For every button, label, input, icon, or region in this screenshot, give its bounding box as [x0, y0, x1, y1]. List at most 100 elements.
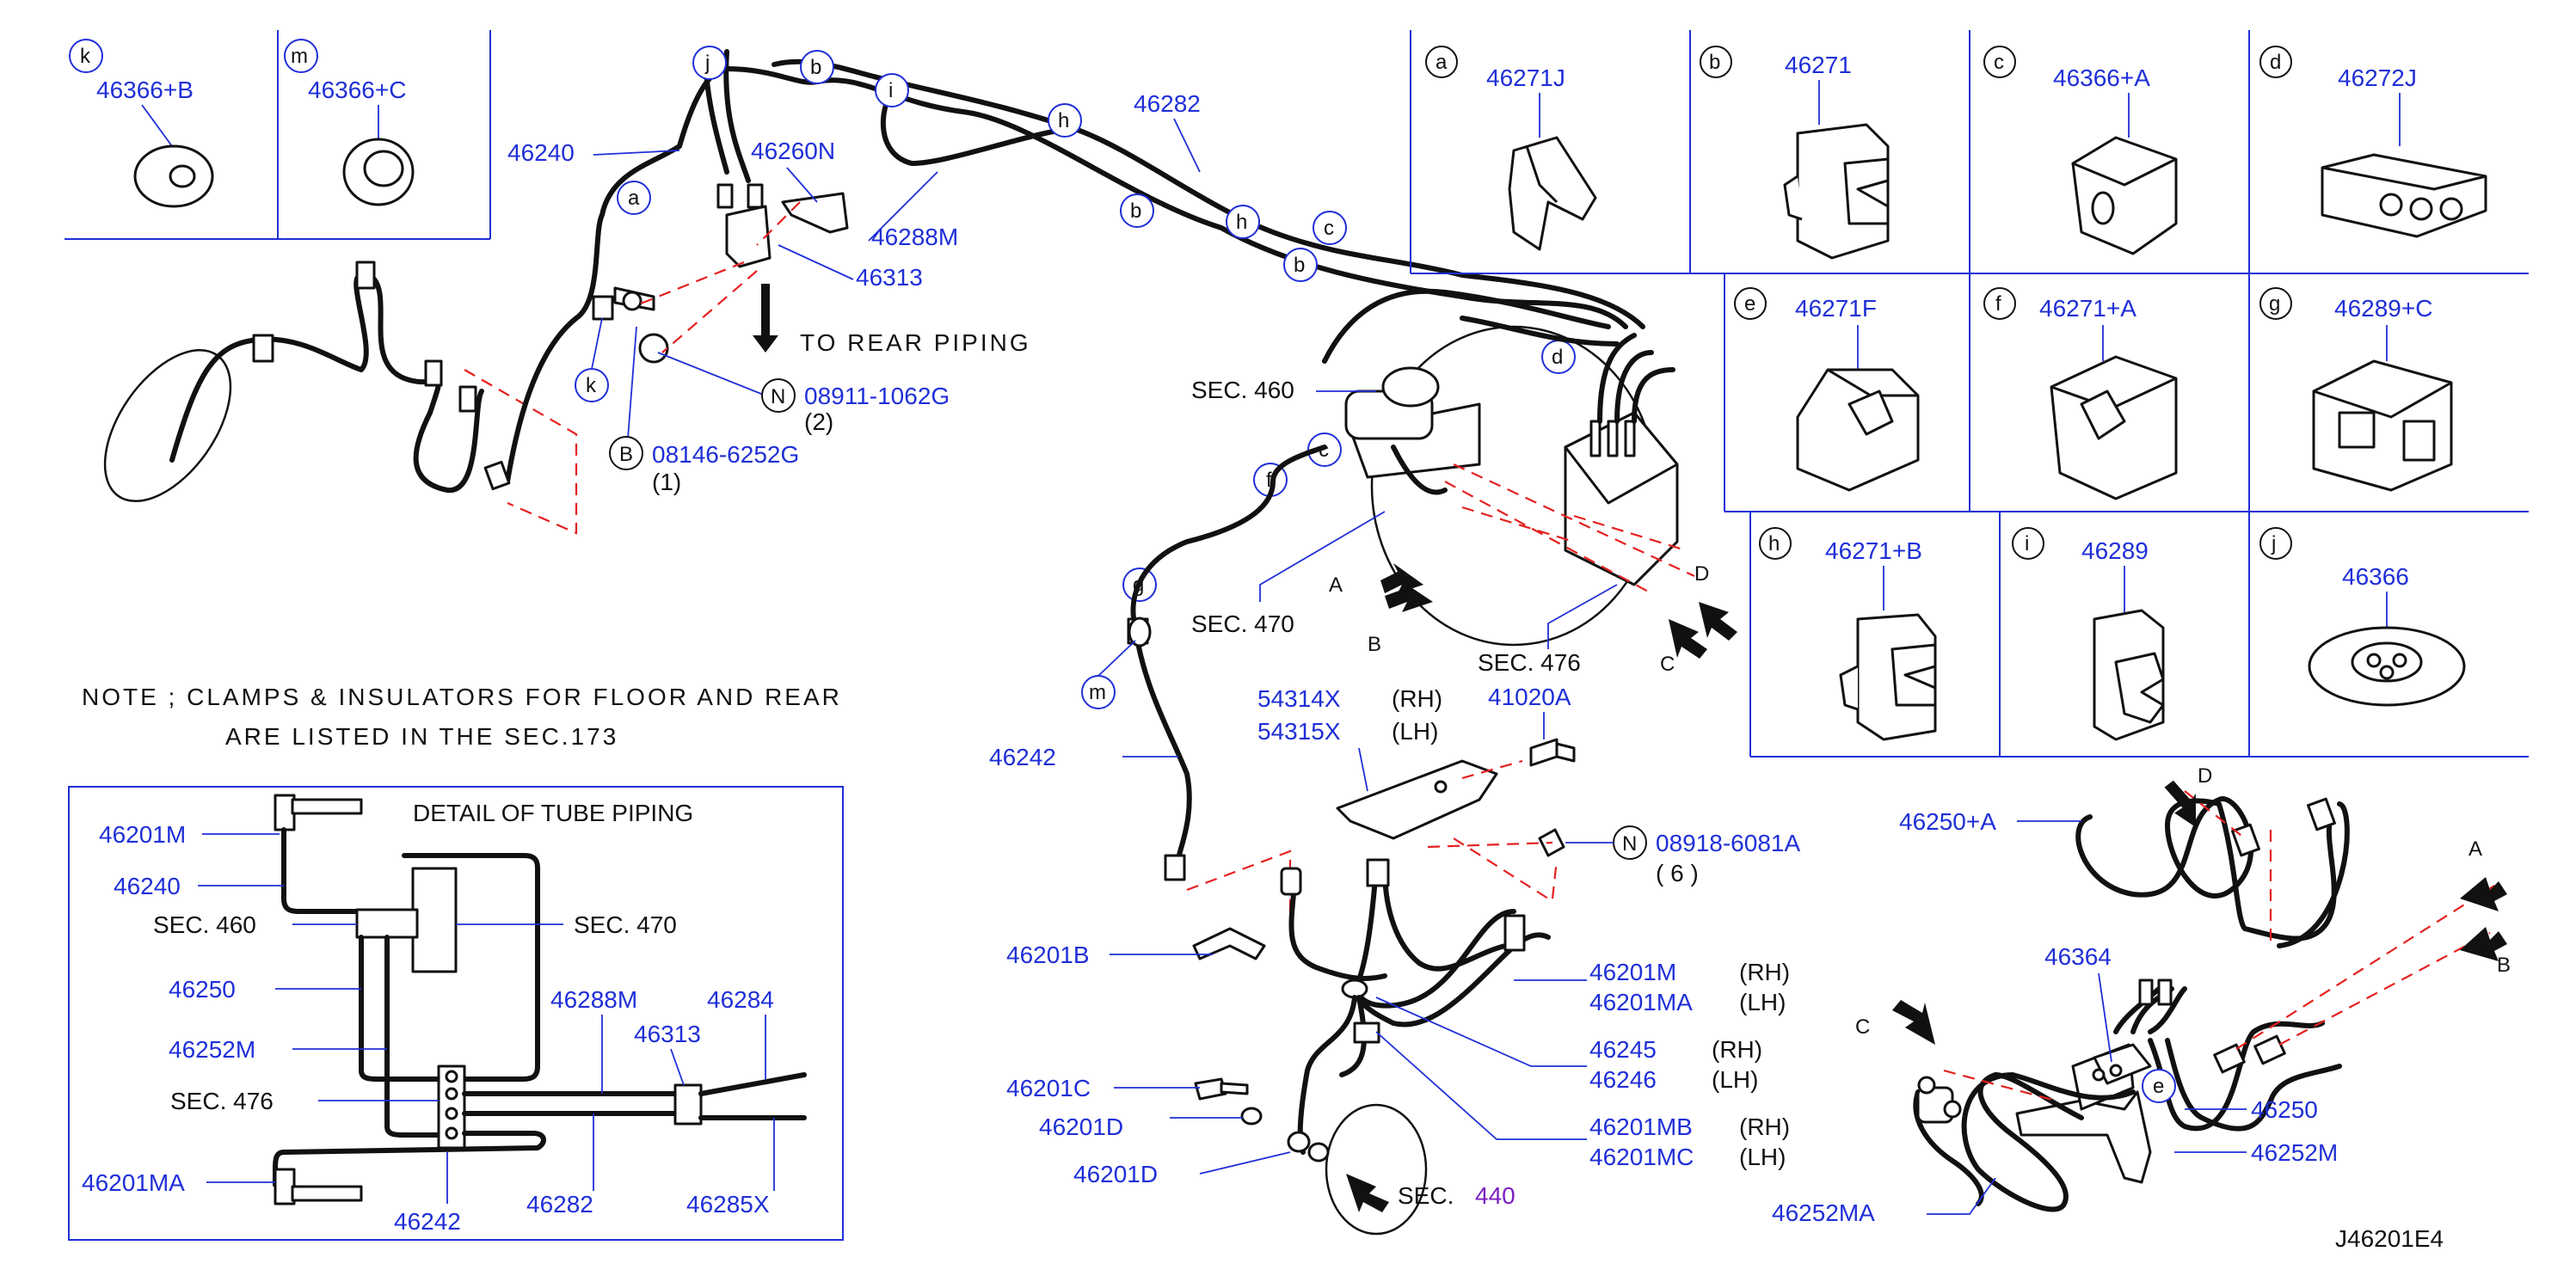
br-arrow-b: B [2497, 954, 2511, 977]
detail-title: DETAIL OF TUBE PIPING [413, 800, 693, 826]
detail-46288m: 46288M [550, 986, 637, 1013]
br-arrow-d: D [2198, 764, 2212, 788]
part-46271-b: 46271+B [1825, 537, 1922, 564]
part-46246: 46246 [1589, 1066, 1657, 1093]
part-46201b: 46201B [1006, 942, 1090, 968]
callout-m: m [1089, 681, 1106, 704]
part-46252m-br: 46252M [2251, 1139, 2338, 1166]
detail-46250: 46250 [169, 976, 236, 1003]
inset-letter-b: b [1709, 51, 1720, 74]
master-cylinder-abs-assembly: A B C D 46282 SEC. 460 SEC. 470 SEC. 476… [989, 90, 1737, 911]
inset-letter-e: e [1744, 292, 1755, 316]
note-line-1: NOTE ; CLAMPS & INSULATORS FOR FLOOR AND… [82, 684, 842, 710]
front-hose-assembly: 54314X (RH) 54315X (LH) 41020A N 08918-6… [1006, 684, 1800, 1236]
n-symbol-1: N [771, 385, 785, 408]
part-46313: 46313 [856, 264, 923, 291]
callout-b-2: b [1130, 199, 1141, 223]
part-46201m: 46201M [1589, 959, 1676, 985]
part-46240: 46240 [507, 139, 575, 166]
inset-letter-j: j [2271, 532, 2276, 555]
to-rear-piping-label: TO REAR PIPING [800, 329, 1031, 356]
qty-08911: (2) [804, 408, 833, 435]
arrow-c-label: C [1660, 653, 1675, 676]
part-46242-center: 46242 [989, 744, 1056, 770]
rh-3: (RH) [1712, 1036, 1762, 1063]
sec-460-label: SEC. 460 [1191, 377, 1294, 403]
detail-46284: 46284 [707, 986, 774, 1013]
part-46271f: 46271F [1795, 295, 1877, 322]
detail-46285x: 46285X [686, 1191, 770, 1218]
lh-4: (LH) [1739, 1144, 1786, 1170]
detail-tube-piping: DETAIL OF TUBE PIPING 46201M 46240 SEC. … [68, 786, 844, 1241]
part-46201mc: 46201MC [1589, 1144, 1694, 1170]
part-46271-a: 46271+A [2039, 295, 2136, 322]
part-46366-a: 46366+A [2053, 64, 2150, 91]
part-46250-a: 46250+A [1899, 808, 1996, 835]
callout-a: a [628, 187, 640, 210]
sec-470-label: SEC. 470 [1191, 610, 1294, 637]
callout-c-1: c [1324, 217, 1334, 240]
inset-letter-h: h [1768, 532, 1780, 555]
part-46245: 46245 [1589, 1036, 1657, 1063]
sec-440-num: 440 [1475, 1182, 1515, 1209]
arrow-a-label: A [1329, 574, 1343, 597]
callout-k: k [586, 374, 597, 397]
qty-08918: ( 6 ) [1656, 860, 1699, 886]
part-46289: 46289 [2081, 537, 2149, 564]
part-46201d-1: 46201D [1039, 1113, 1123, 1140]
lh-1: (LH) [1392, 718, 1438, 745]
callout-h-2: h [1236, 211, 1247, 234]
diagram-id: J46201E4 [2335, 1225, 2444, 1252]
part-54314x: 54314X [1257, 685, 1341, 712]
callout-c-2: c [1319, 439, 1329, 462]
b-symbol-1: B [619, 443, 633, 466]
detail-sec476: SEC. 476 [170, 1088, 274, 1114]
part-54315x: 54315X [1257, 718, 1341, 745]
part-46201d-2: 46201D [1073, 1161, 1158, 1187]
rh-4: (RH) [1739, 1113, 1790, 1140]
part-08911-1062g: 08911-1062G [804, 383, 950, 409]
part-46271: 46271 [1785, 52, 1852, 78]
inset-letter-f: f [1995, 292, 2001, 316]
part-46272j: 46272J [2338, 64, 2417, 91]
part-46366: 46366 [2342, 563, 2409, 590]
part-46366-b: 46366+B [96, 77, 194, 103]
br-arrow-a: A [2468, 837, 2482, 861]
detail-46240: 46240 [114, 873, 181, 899]
detail-46201m: 46201M [99, 821, 186, 848]
part-46289-c: 46289+C [2334, 295, 2432, 322]
callout-j: j [704, 52, 710, 75]
part-46366-c: 46366+C [308, 77, 406, 103]
part-46282: 46282 [1134, 90, 1201, 117]
detail-sec470: SEC. 470 [574, 911, 677, 938]
detail-46252m: 46252M [169, 1036, 255, 1063]
inset-letter-c: c [1994, 51, 2004, 74]
part-46364: 46364 [2044, 943, 2112, 970]
rh-2: (RH) [1739, 959, 1790, 985]
part-41020a: 41020A [1488, 684, 1571, 710]
inset-letter-i: i [2025, 532, 2029, 555]
inset-letter-d: d [2270, 51, 2281, 74]
part-46250-br: 46250 [2251, 1096, 2318, 1123]
inset-km: k 46366+B m 46366+C [65, 30, 491, 240]
callout-f: f [1266, 469, 1272, 492]
part-46201ma: 46201MA [1589, 989, 1693, 1015]
callout-d: d [1552, 346, 1563, 369]
detail-sec460: SEC. 460 [153, 911, 256, 938]
callout-b-3: b [1294, 254, 1305, 277]
arrow-b-label: B [1368, 633, 1381, 656]
sec-476-label: SEC. 476 [1478, 649, 1581, 676]
part-08918-6081a: 08918-6081A [1656, 830, 1800, 856]
note-line-2: ARE LISTED IN THE SEC.173 [225, 723, 618, 750]
rear-hose-assembly: TO REAR PIPING 46240 46260N 46288M 46313… [103, 49, 1645, 535]
callout-b-1: b [810, 56, 821, 79]
n-symbol-2: N [1622, 832, 1637, 856]
detail-46282: 46282 [526, 1191, 593, 1218]
part-46201c: 46201C [1006, 1075, 1091, 1101]
inset-letter-a: a [1436, 51, 1448, 74]
sec-440-prefix: SEC. [1398, 1182, 1454, 1209]
br-arrow-c: C [1855, 1015, 1870, 1039]
lh-3: (LH) [1712, 1066, 1758, 1093]
abs-connection-assembly: D 46250+A A B C 46364 e 46250 [1772, 764, 2511, 1226]
